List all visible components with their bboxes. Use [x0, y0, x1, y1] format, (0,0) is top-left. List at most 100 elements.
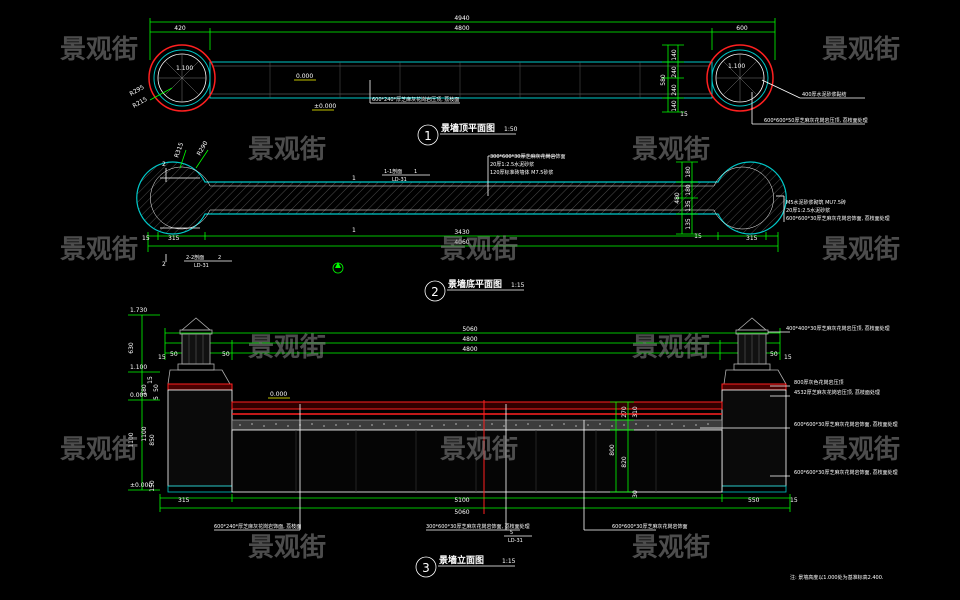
elev-level-wall: 0.000: [270, 391, 287, 398]
elev-note-right-3: 600*600*30厚芝麻灰花岗岩饰面, 荔枝面处理: [794, 421, 898, 428]
plan1-dim-v5: 580: [660, 74, 667, 86]
plan1-dim-v6: 15: [680, 111, 688, 118]
elev-note-bottom-2: 600*600*30厚芝麻灰花岗岩饰面: [612, 523, 687, 530]
plan1-dim-v1: 140: [671, 49, 678, 61]
plan2-dim-v5: 135: [685, 218, 692, 230]
elev-dim-bottom-edge: 15: [790, 497, 798, 504]
plan2-scale: 1:15: [511, 282, 525, 289]
elev-dim-left-c: 50: [170, 351, 178, 358]
elev-dim-left-4: 850: [149, 434, 156, 446]
elevation-view: 5060 4800 4800 630 630 470 470 50 50 15 …: [128, 307, 898, 581]
plan2-dim-v1: 180: [685, 166, 692, 178]
plan2-dim-v3: 480: [674, 192, 681, 204]
plan1-scale: 1:50: [504, 126, 518, 133]
watermarks: 景观街 景观街 景观街 景观街 景观街 景观街 景观街 景观街 景观街 景观街 …: [60, 35, 900, 563]
plan1-dim-overall: 4940: [454, 15, 469, 22]
plan2-dim-left: 315: [168, 235, 180, 242]
watermark-text: 景观街: [632, 533, 710, 563]
elev-dim-gap: 50: [222, 351, 230, 358]
plan2-dim-edge: 15: [142, 235, 150, 242]
elev-ref-code: LD-31: [508, 538, 523, 544]
watermark-text: 景观街: [440, 235, 518, 265]
plan1-level-mid: 0.000: [296, 73, 313, 80]
plan2-section-ref-b: 2-2剖面: [186, 254, 204, 261]
elev-dim-mid-2: 800: [609, 444, 616, 456]
elev-dim-bottom-right: 550: [748, 497, 760, 504]
elev-dim-left-7: 50: [153, 384, 160, 392]
plan2-dim-mid: 3430: [454, 229, 469, 236]
elev-dim-left-3: 1100: [141, 426, 148, 441]
elev-title: 景墙立面图: [439, 554, 484, 566]
plan2-radius-1: R315: [173, 141, 185, 158]
elev-ref-num: 5: [510, 530, 513, 536]
elev-number: 3: [422, 561, 430, 575]
elev-dim-mid-1: 310: [632, 406, 639, 418]
watermark-text: 景观街: [822, 435, 900, 465]
north-arrow-icon: [332, 262, 344, 274]
watermark-text: 景观街: [440, 435, 518, 465]
plan1-dim-v3: 240: [671, 66, 678, 78]
plan1-radius-inner: R215: [132, 96, 149, 110]
elev-scale: 1:15: [502, 558, 516, 565]
elev-dim-left-1: 1100: [128, 432, 135, 447]
plan2-note-right-1: M5水泥砂浆砌筑 MU7.5砖: [786, 199, 846, 206]
elev-dim-mid-4: 30: [632, 490, 639, 498]
elev-wall-body: [231, 397, 723, 514]
elev-note-right-1: 800厚灰色花岗岩压顶: [794, 379, 844, 386]
plan2-note-right-3: 600*600*30厚芝麻灰花岗岩饰面, 荔枝面处理: [786, 215, 890, 222]
plan2-dim-total: 4060: [454, 239, 469, 246]
elev-note-bottom-1: 300*600*30厚芝麻灰花岗岩饰面, 荔枝面处理: [426, 523, 530, 530]
elev-dim-overall: 5060: [462, 326, 477, 333]
elev-dim-bottom-left: 315: [178, 497, 190, 504]
elev-note-right-2: 4532厚芝麻灰花岗岩压顶, 荔枝面处理: [794, 389, 880, 396]
elev-dim-mid-3: 820: [621, 456, 628, 468]
plan1-note-mortar: 400厚水泥砂浆黏结: [802, 91, 847, 98]
plan2-ref-code-b: LD-31: [194, 263, 209, 269]
watermark-text: 景观街: [632, 135, 710, 165]
elev-dim-left-6: 15: [147, 376, 154, 384]
plan1-level-bottom: ±0.000: [314, 103, 336, 110]
elev-dim-left-8: 5: [153, 396, 160, 400]
watermark-text: 景观街: [822, 35, 900, 65]
watermark-text: 景观街: [632, 333, 710, 363]
plan2-dim-v2: 180: [685, 184, 692, 196]
plan1-radius-outer: R295: [129, 84, 146, 98]
elev-left-pillar: [167, 317, 233, 493]
plan2-mark-2a: 2: [162, 161, 166, 168]
plan2-mark-2b: 2: [162, 261, 166, 268]
plan2-number: 2: [431, 285, 439, 299]
elev-dim-bottom-mid: 5100: [454, 497, 469, 504]
elev-dim-mid: 4800: [462, 346, 477, 353]
plan2-dim-right: 315: [746, 235, 758, 242]
plan1-note-wall: 600*240*厚芝麻灰花岗岩压顶, 荔枝面: [372, 96, 459, 103]
elev-note-bottom-0: 600*240*厚芝麻灰花岗岩饰面, 荔枝面: [214, 523, 301, 530]
plan2-mark-1a: 1: [352, 175, 356, 182]
elev-dim-inner: 4800: [462, 336, 477, 343]
elev-note-right-4: 600*600*30厚芝麻灰花岗岩饰面, 荔枝面处理: [794, 469, 898, 476]
elev-footnote: 注: 景墙高度以1.000处为基准标高2.400.: [790, 574, 884, 581]
elev-dim-left-5: 150: [149, 480, 156, 492]
watermark-text: 景观街: [822, 235, 900, 265]
plan2-ref-num-a: 1: [414, 169, 417, 175]
plan2-section-ref-a: 1-1剖面: [384, 168, 402, 175]
plan2-radius-2: R290: [196, 140, 210, 157]
elev-level-3: 0.000: [130, 392, 147, 399]
elev-level-1: 1.730: [130, 307, 147, 314]
plan1-note-cap: 600*600*50厚芝麻灰花岗岩压顶, 荔枝面处理: [764, 117, 868, 124]
elev-note-right-0: 400*400*30厚芝麻灰花岗岩压顶, 荔枝面处理: [786, 325, 890, 332]
plan1-dim-v2: 140: [671, 100, 678, 112]
elev-dim-mid-0: 270: [621, 406, 628, 418]
elev-dim-left-0: 630: [128, 342, 135, 354]
plan1-dim-v4: 240: [671, 84, 678, 96]
plan1-dim-inner: 4800: [454, 25, 469, 32]
plan1-title: 景墙顶平面图: [441, 122, 495, 134]
elev-dim-edge-l: 15: [158, 354, 166, 361]
plan2-mark-1b: 1: [352, 227, 356, 234]
plan1-level-right: 1.100: [728, 63, 745, 70]
plan1-dim-right: 600: [736, 25, 748, 32]
plan2-note-right-2: 20厚1:2.5水泥砂浆: [786, 207, 830, 214]
plan1-number: 1: [424, 129, 432, 143]
elev-level-2: 1.100: [130, 364, 147, 371]
plan1-left-column: [148, 44, 216, 112]
